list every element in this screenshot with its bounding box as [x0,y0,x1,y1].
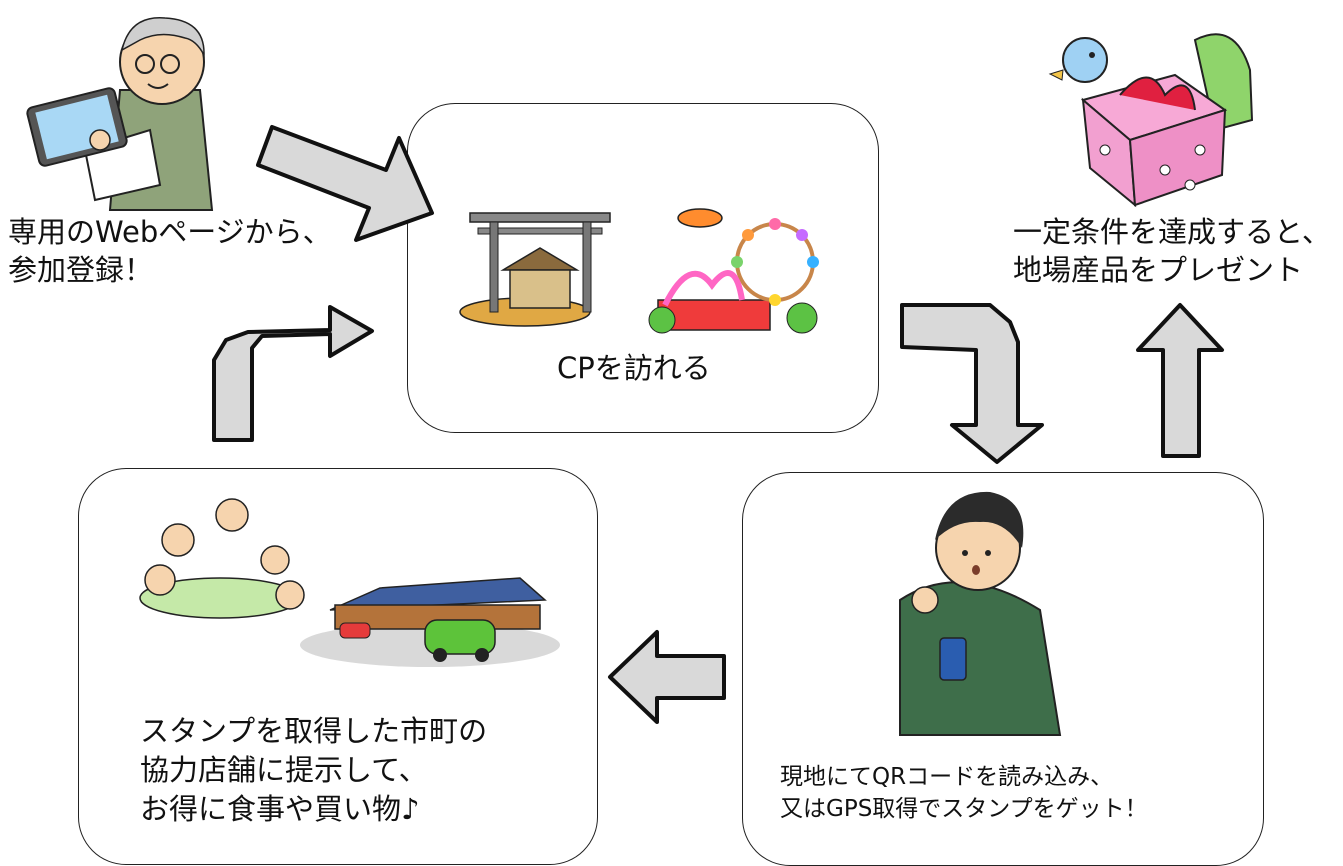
visit-label: CPを訪れる [557,351,711,385]
arrow-register-to-visit [256,125,434,242]
visit-box [407,103,879,433]
shop-text-line2: 協力店舗に提示して、 [140,753,428,787]
register-text-line1: 専用のWebページから、 [8,215,332,249]
arrow-shop-to-visit [212,305,374,442]
arrow-scan-to-shop [608,630,726,724]
reward-text-line1: 一定条件を達成すると、 [1013,215,1331,249]
register-text-line2: 参加登録！ [8,253,154,287]
illustration-layer [26,17,1254,736]
family-dining-roadside-station-illustration [139,498,560,667]
arrow-visit-to-scan [900,303,1044,464]
gift-present-illustration [1048,33,1254,208]
shop-text-line3: お得に食事や買い物♪ [140,792,420,826]
elderly-man-tablet-illustration [26,17,214,211]
scan-text-line1: 現地にてQRコードを読み込み、 [780,764,1114,790]
young-man-phone-illustration [899,491,1062,736]
scan-text-line2: 又はGPS取得でスタンプをゲット！ [780,796,1148,822]
arrow-scan-to-reward [1136,303,1224,458]
reward-text-line2: 地場産品をプレゼント [1013,253,1304,287]
shop-text-line1: スタンプを取得した市町の [140,714,488,748]
shrine-amusement-illustration [459,208,819,334]
